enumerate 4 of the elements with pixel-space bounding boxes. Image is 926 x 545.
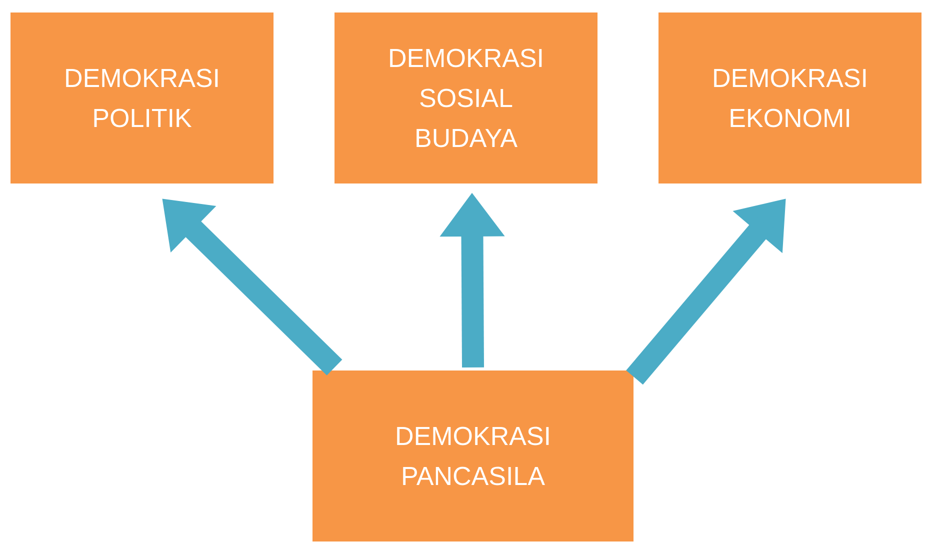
process-box: DEMOKRASI EKONOMI (656, 10, 924, 186)
process-box: DEMOKRASI POLITIK (8, 10, 276, 186)
process-box: DEMOKRASI PANCASILA (310, 368, 636, 544)
process-box: DEMOKRASI SOSIAL BUDAYA (332, 10, 600, 186)
